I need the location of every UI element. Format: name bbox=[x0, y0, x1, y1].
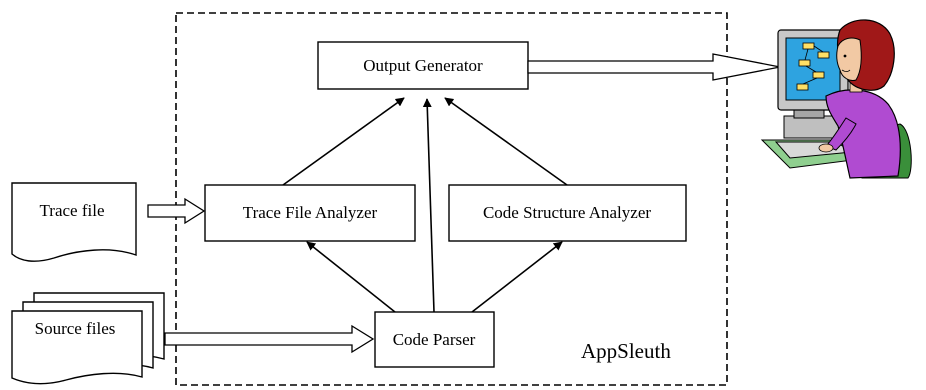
output-generator-label: Output Generator bbox=[363, 56, 483, 75]
trace-file-document: Trace file bbox=[11, 182, 137, 262]
source-files-stack: Source files bbox=[11, 292, 165, 385]
hollow-arrow-trace-file-to-analyzer bbox=[147, 197, 206, 225]
code-parser-label: Code Parser bbox=[393, 330, 476, 349]
appsleuth-label: AppSleuth bbox=[581, 339, 671, 363]
edge-parser-to-output bbox=[422, 98, 435, 313]
edge-trace-analyzer-to-output bbox=[282, 97, 405, 186]
edge-structure-analyzer-to-output bbox=[444, 97, 568, 186]
code-parser-box: Code Parser bbox=[374, 311, 495, 368]
trace-file-analyzer-box: Trace File Analyzer bbox=[204, 184, 416, 242]
edge-parser-to-structure-analyzer bbox=[471, 241, 563, 313]
source-files-label: Source files bbox=[35, 319, 116, 338]
hollow-arrow-output-to-user bbox=[527, 53, 781, 81]
hollow-arrow-source-files-to-parser bbox=[164, 324, 375, 354]
appsleuth-boundary bbox=[175, 12, 728, 386]
output-generator-box: Output Generator bbox=[317, 41, 529, 90]
trace-file-analyzer-label: Trace File Analyzer bbox=[243, 203, 378, 222]
code-structure-analyzer-label: Code Structure Analyzer bbox=[483, 203, 651, 222]
trace-file-label: Trace file bbox=[40, 201, 105, 220]
edge-parser-to-trace-analyzer bbox=[306, 241, 396, 313]
user-at-computer-icon bbox=[760, 19, 912, 179]
code-structure-analyzer-box: Code Structure Analyzer bbox=[448, 184, 687, 242]
